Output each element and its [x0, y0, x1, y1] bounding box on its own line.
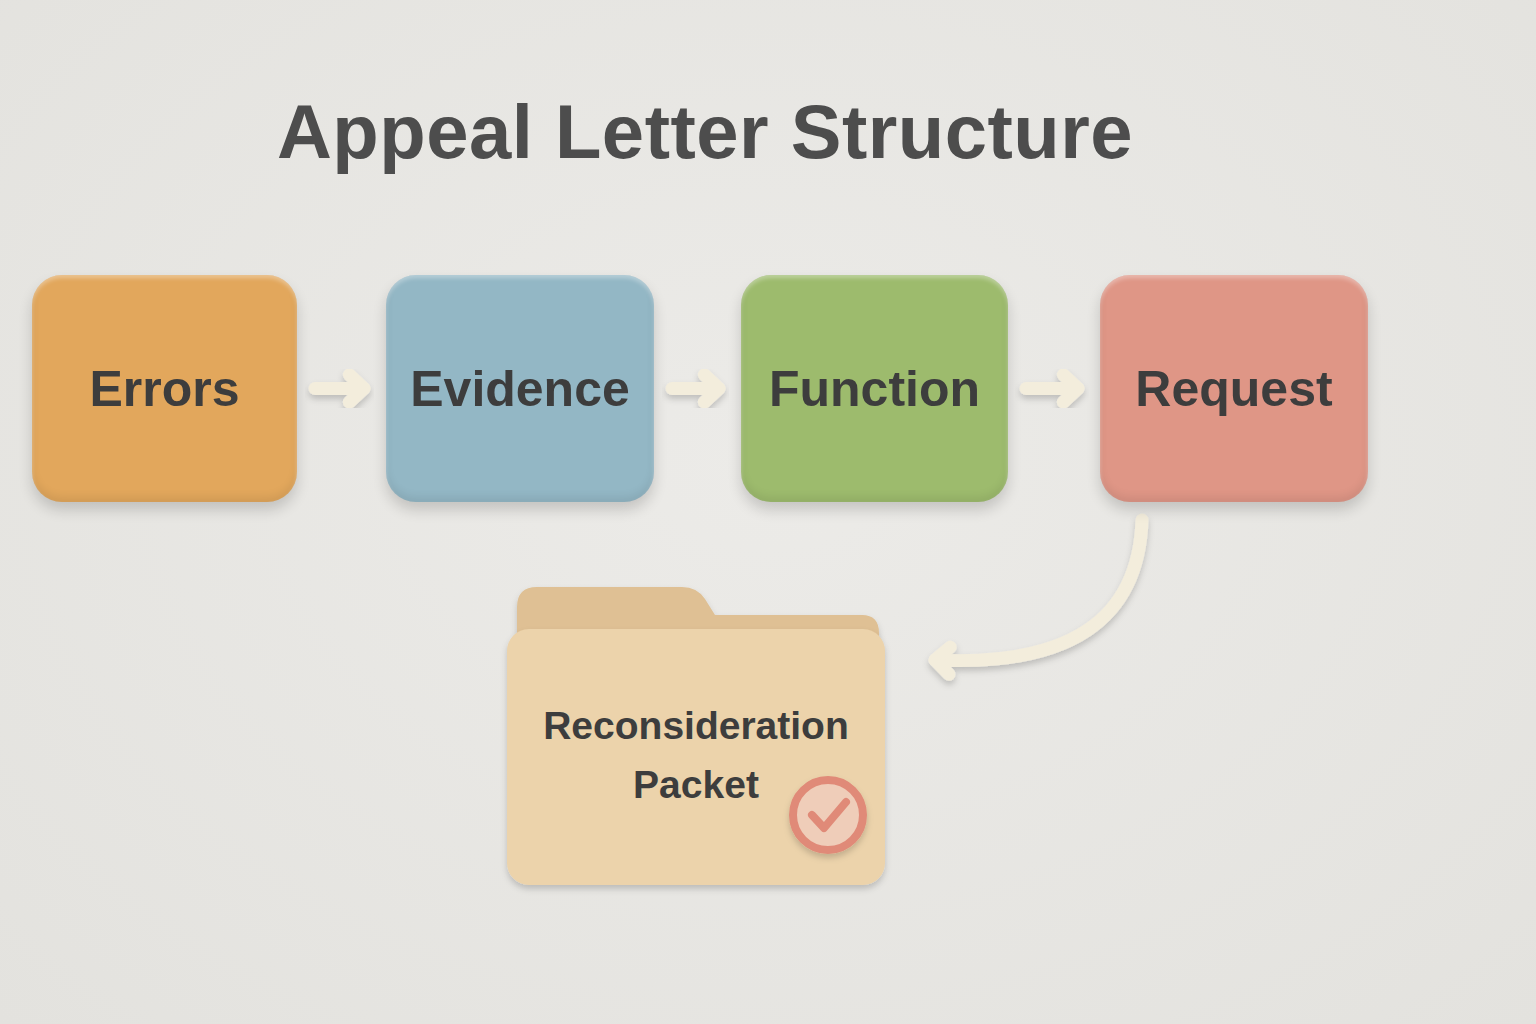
process-box: Function	[741, 275, 1008, 502]
flow-arrow	[672, 375, 719, 402]
flow-arrow	[935, 520, 1142, 674]
arrow-line	[1026, 382, 1078, 395]
diagram-title: Appeal Letter Structure	[210, 88, 1200, 175]
node-label: Evidence	[410, 359, 630, 419]
arrow-head	[935, 647, 950, 674]
process-box: Evidence	[386, 275, 654, 502]
flow-arrow	[1026, 375, 1078, 402]
node-label: Errors	[89, 359, 239, 419]
arrow-line	[315, 382, 364, 395]
process-box: Errors	[32, 275, 297, 502]
node-label: Request	[1135, 359, 1332, 419]
folder-front	[507, 629, 885, 885]
flow-arrow	[315, 375, 364, 402]
arrow-head	[1063, 375, 1078, 402]
node-label: Reconsideration Packet	[507, 697, 885, 814]
node-label: Function	[769, 359, 980, 419]
folder-node: Reconsideration Packet	[507, 585, 885, 885]
arrow-head	[704, 375, 719, 402]
arrow-head	[349, 375, 364, 402]
arrow-line	[672, 382, 719, 395]
process-box: Request	[1100, 275, 1368, 502]
arrow-line	[935, 520, 1142, 661]
